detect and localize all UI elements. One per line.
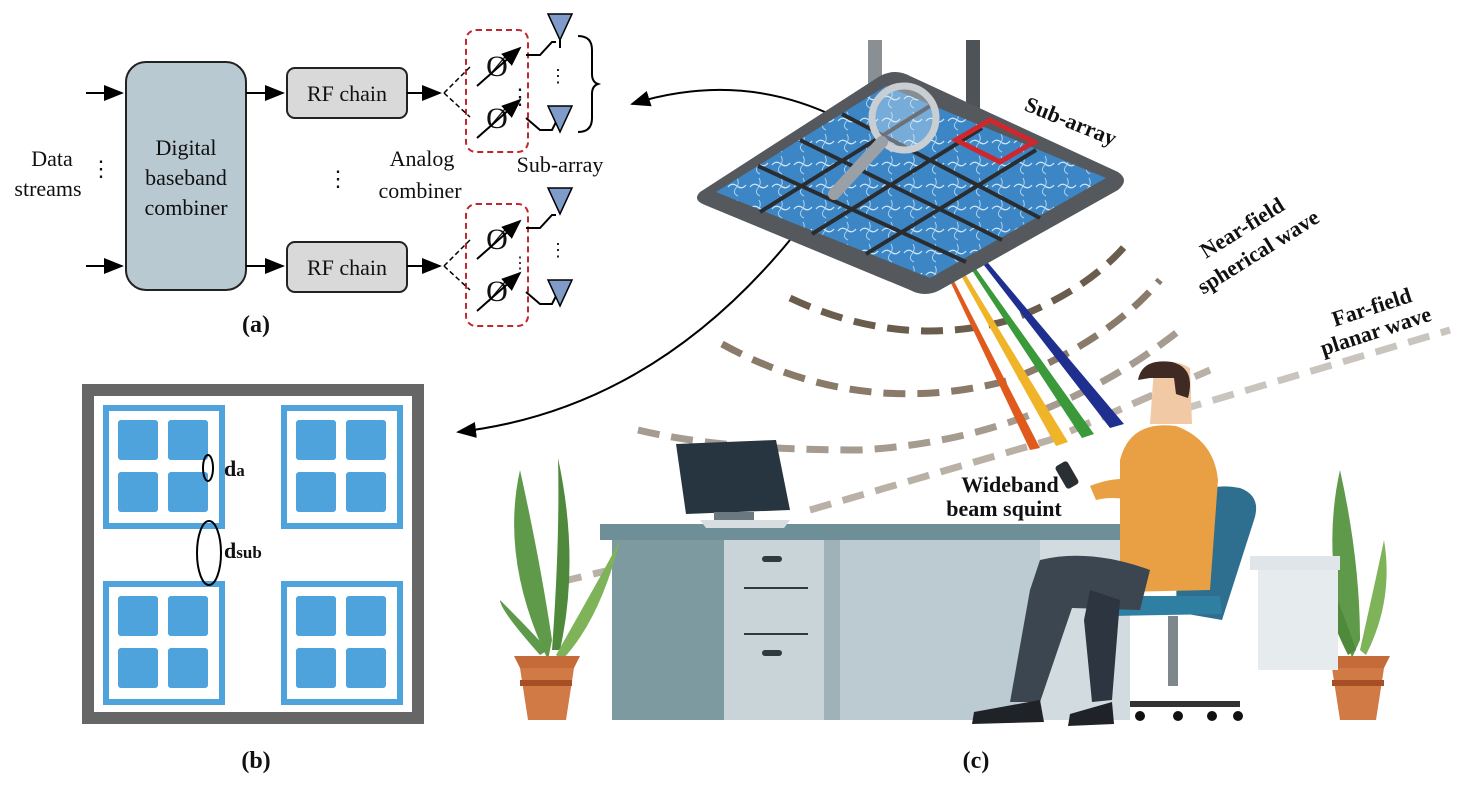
subarray-highlight bbox=[950, 117, 1040, 165]
element-spacing-label: da bbox=[224, 456, 245, 481]
antenna-bottom-1 bbox=[546, 187, 574, 216]
subarray-top-left bbox=[103, 405, 225, 529]
caption-b: (b) bbox=[241, 748, 270, 774]
baseband-label-3: combiner bbox=[144, 195, 228, 220]
antenna-top-2 bbox=[546, 105, 574, 134]
analog-combiner-top: Ø Ø ⋮ ⋮ Sub-array bbox=[443, 13, 604, 177]
subarray-spacing-label: dsub bbox=[224, 538, 262, 563]
subarray-bottom-left bbox=[103, 581, 225, 705]
data-streams-label-2: streams bbox=[14, 176, 81, 201]
subarray-bracket bbox=[577, 35, 602, 133]
panel-b-array-layout: da dsub (b) bbox=[82, 384, 424, 774]
phase-shifter-top-1: Ø bbox=[486, 50, 508, 83]
analog-combiner-label-2: combiner bbox=[378, 178, 462, 203]
arrow-to-panel-a bbox=[630, 88, 839, 119]
baseband-label-1: Digital bbox=[155, 135, 216, 160]
beam-squint-label-1: Wideband bbox=[961, 472, 1058, 497]
beam-squint-label-2: beam squint bbox=[946, 496, 1062, 521]
magnifier-lens bbox=[868, 82, 940, 154]
antenna-bottom-2 bbox=[546, 279, 574, 308]
near-field-wavefronts bbox=[637, 237, 1183, 454]
element-spacing-marker bbox=[202, 454, 214, 482]
caption-a: (a) bbox=[242, 312, 270, 338]
antenna-bottom-dots: ⋮ bbox=[549, 240, 567, 260]
caption-c: (c) bbox=[963, 748, 990, 774]
office-chair bbox=[1110, 486, 1257, 721]
rf-dots: ⋮ bbox=[327, 166, 349, 191]
magnifier-handle bbox=[828, 136, 888, 200]
combiner-top-dots: ⋮ bbox=[509, 84, 531, 109]
subarray-label-a: Sub-array bbox=[517, 152, 604, 177]
office-desk bbox=[600, 524, 1130, 720]
subarray-bottom-right bbox=[281, 581, 403, 705]
antenna-top-1 bbox=[546, 13, 574, 42]
combiner-bottom-dots: ⋮ bbox=[512, 255, 528, 272]
antenna-top-dots: ⋮ bbox=[549, 66, 567, 86]
phase-shifter-top-2: Ø bbox=[486, 102, 508, 135]
panel-c-scene: Sub-array Near-field spherical wave Far-… bbox=[456, 40, 1451, 774]
data-streams-label-1: Data bbox=[31, 146, 73, 171]
digital-baseband-combiner-block bbox=[125, 61, 247, 291]
rf-chain-bottom-label: RF chain bbox=[307, 255, 387, 280]
plant-left bbox=[500, 458, 620, 720]
phone bbox=[1055, 461, 1079, 489]
person-torso bbox=[1120, 425, 1218, 592]
analog-combiner-label-1: Analog bbox=[390, 146, 455, 171]
plant-right bbox=[1321, 470, 1390, 720]
rf-chain-top-label: RF chain bbox=[307, 81, 387, 106]
subarray-top-right bbox=[281, 405, 403, 529]
analog-combiner-bottom: Ø Ø ⋮ ⋮ bbox=[443, 187, 574, 327]
input-dots: ⋮ bbox=[90, 156, 112, 181]
side-table bbox=[1250, 556, 1340, 670]
phase-shifter-bottom-2: Ø bbox=[486, 275, 508, 308]
analog-combiner-bottom-box bbox=[465, 203, 529, 327]
antenna-panel-surface bbox=[716, 86, 1106, 278]
antenna-panel bbox=[696, 72, 1124, 294]
person-with-phone bbox=[972, 361, 1218, 726]
baseband-label-2: baseband bbox=[145, 165, 227, 190]
subarray-spacing-marker bbox=[196, 520, 222, 586]
arrow-to-panel-b bbox=[456, 239, 791, 438]
analog-combiner-top-box bbox=[465, 29, 529, 153]
monitor bbox=[676, 440, 790, 528]
phase-shifter-bottom-1: Ø bbox=[486, 223, 508, 256]
panel-a-block-diagram: Data streams ⋮ Digital baseband combiner… bbox=[14, 13, 604, 338]
